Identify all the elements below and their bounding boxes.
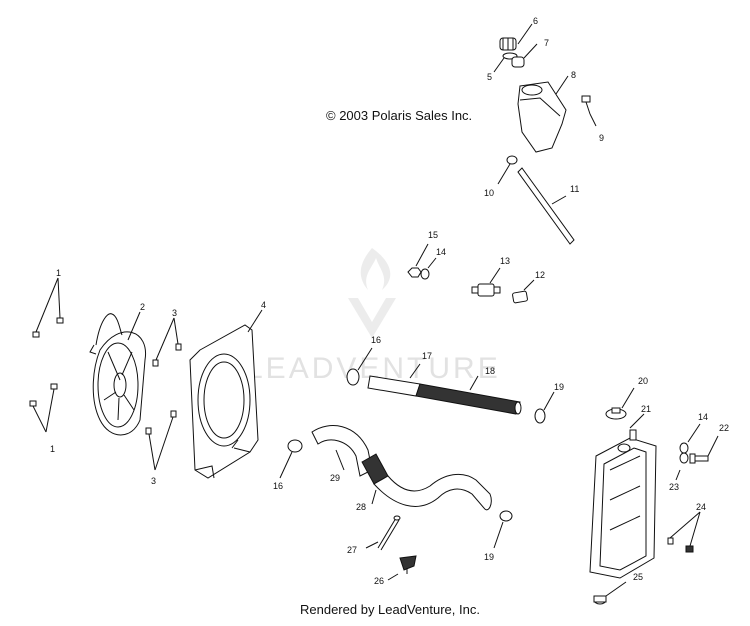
rendered-by-footer: Rendered by LeadVenture, Inc. <box>300 602 480 617</box>
part-29-lower-hose[interactable] <box>311 425 373 477</box>
callout-3-top: 3 <box>172 308 177 318</box>
part-7-seal[interactable] <box>511 43 538 68</box>
callout-16-lower: 16 <box>273 481 283 491</box>
part-9-screw[interactable] <box>581 95 597 127</box>
part-12-fitting[interactable] <box>512 279 535 304</box>
callout-16-upper: 16 <box>371 335 381 345</box>
part-16-clamp-lower[interactable] <box>279 439 303 479</box>
callout-23: 23 <box>669 482 679 492</box>
callout-10: 10 <box>484 188 494 198</box>
callout-11: 11 <box>570 184 579 194</box>
callout-1-top: 1 <box>56 268 61 278</box>
callout-6: 6 <box>533 16 538 26</box>
part-2-fan[interactable] <box>89 311 146 436</box>
callout-13: 13 <box>500 256 510 266</box>
callout-15: 15 <box>428 230 438 240</box>
callout-18: 18 <box>485 366 495 376</box>
part-23-washer[interactable] <box>675 452 689 481</box>
part-25-drain-plug[interactable] <box>593 581 627 605</box>
callout-28: 28 <box>356 502 366 512</box>
part-8-reservoir[interactable] <box>517 75 569 153</box>
callout-25: 25 <box>633 572 643 582</box>
part-6-cap[interactable] <box>499 23 533 51</box>
part-27-rod[interactable] <box>365 515 401 551</box>
callout-22: 22 <box>719 423 729 433</box>
callout-5: 5 <box>487 72 492 82</box>
part-11-hose[interactable] <box>517 167 575 245</box>
callout-2: 2 <box>140 302 145 312</box>
callout-12: 12 <box>535 270 545 280</box>
callout-14-right: 14 <box>698 412 708 422</box>
part-3-clips-bottom[interactable] <box>145 410 177 471</box>
part-10-clamp[interactable] <box>497 155 518 185</box>
part-26-fastener[interactable] <box>387 555 417 581</box>
callout-19-lower: 19 <box>484 552 494 562</box>
part-22-bolt[interactable] <box>689 435 719 464</box>
callout-9: 9 <box>599 133 604 143</box>
callout-26: 26 <box>374 576 384 586</box>
part-1-clips-bottom[interactable] <box>29 383 58 433</box>
callout-4: 4 <box>261 300 266 310</box>
part-13-fitting[interactable] <box>471 267 501 297</box>
part-28-lower-hose-corrugated[interactable] <box>361 453 492 511</box>
callout-17: 17 <box>422 351 432 361</box>
callout-8: 8 <box>571 70 576 80</box>
callout-24: 24 <box>696 502 706 512</box>
callout-7: 7 <box>544 38 549 48</box>
part-19-clamp-lower[interactable] <box>493 510 513 549</box>
callout-20: 20 <box>638 376 648 386</box>
callout-1-bottom: 1 <box>50 444 55 454</box>
copyright-text: © 2003 Polaris Sales Inc. <box>326 108 473 123</box>
leadventure-watermark: LEADVENTURE <box>246 248 498 385</box>
callout-3-bottom: 3 <box>151 476 156 486</box>
part-19-clamp-upper[interactable] <box>534 391 555 424</box>
callout-27: 27 <box>347 545 357 555</box>
part-18-hose-corrugated[interactable] <box>415 375 522 415</box>
part-4-fan-shroud[interactable] <box>189 309 263 479</box>
callout-labels: 1 1 2 3 3 4 5 6 7 8 9 10 11 12 13 14 14 … <box>50 16 729 586</box>
part-16-clamp-upper[interactable] <box>346 347 373 386</box>
part-20-radiator-cap[interactable] <box>605 387 635 420</box>
part-21-radiator[interactable] <box>589 413 657 579</box>
part-24-clips[interactable] <box>667 511 701 553</box>
part-1-clips-top[interactable] <box>32 277 64 338</box>
part-3-clips-top[interactable] <box>152 317 182 367</box>
part-14-washer-right[interactable] <box>679 423 701 454</box>
callout-19-upper: 19 <box>554 382 564 392</box>
callout-14-upper: 14 <box>436 247 446 257</box>
part-14-washer-upper[interactable] <box>420 257 437 280</box>
callout-21: 21 <box>641 404 651 414</box>
callout-29: 29 <box>330 473 340 483</box>
